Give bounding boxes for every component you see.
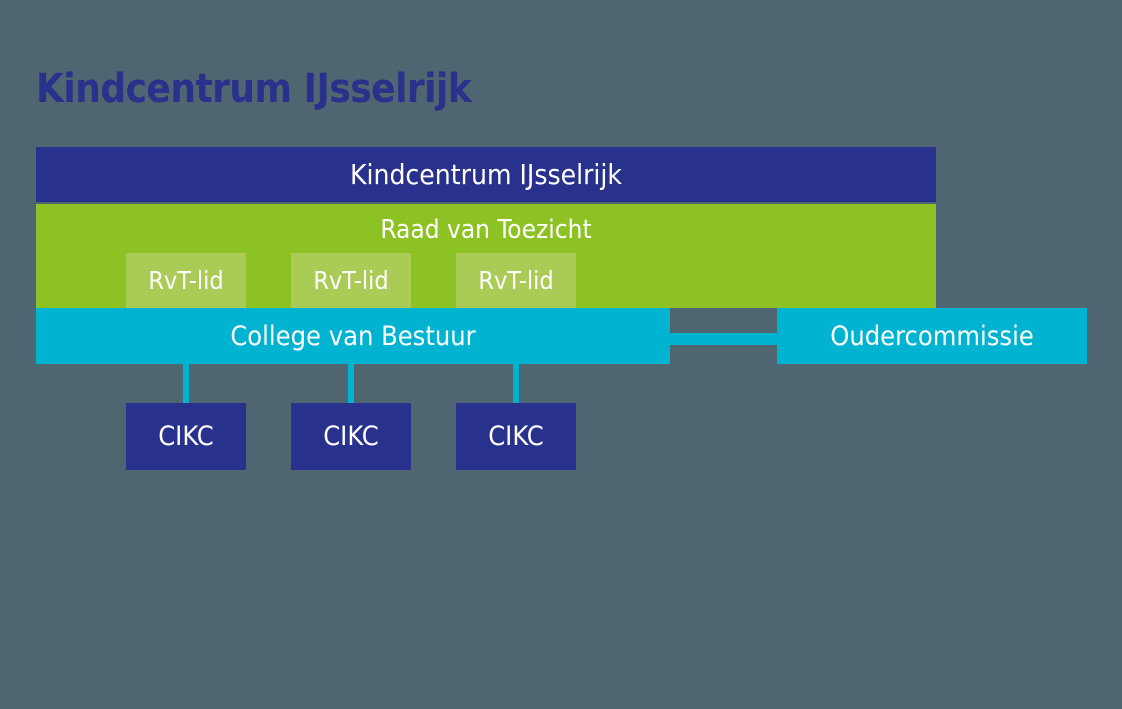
connector-exec-to-cikc-1 (183, 364, 189, 404)
node-cikc-3[interactable]: CIKC (456, 403, 576, 470)
node-cikc-1-label: CIKC (158, 421, 214, 452)
connector-exec-to-cikc-2 (348, 364, 354, 404)
node-executive-board-label: College van Bestuur (230, 320, 476, 352)
node-cikc-3-label: CIKC (488, 421, 544, 452)
node-board-member-3[interactable]: RvT-lid (456, 253, 576, 308)
page-title: Kindcentrum IJsselrijk (36, 66, 472, 112)
node-organisation-label: Kindcentrum IJsselrijk (349, 158, 623, 191)
node-cikc-2[interactable]: CIKC (291, 403, 411, 470)
node-organisation[interactable]: Kindcentrum IJsselrijk (36, 147, 936, 202)
node-supervisory-board[interactable]: Raad van Toezicht RvT-lid RvT-lid RvT-li… (36, 204, 936, 308)
connector-exec-to-parents (670, 333, 777, 345)
node-board-member-3-label: RvT-lid (478, 266, 554, 295)
node-board-member-2[interactable]: RvT-lid (291, 253, 411, 308)
connector-exec-to-cikc-3 (513, 364, 519, 404)
node-board-member-2-label: RvT-lid (313, 266, 389, 295)
node-parents-committee[interactable]: Oudercommissie (777, 308, 1087, 364)
node-board-member-1-label: RvT-lid (148, 266, 224, 295)
node-board-member-1[interactable]: RvT-lid (126, 253, 246, 308)
node-parents-committee-label: Oudercommissie (830, 320, 1034, 352)
node-cikc-2-label: CIKC (323, 421, 379, 452)
node-cikc-1[interactable]: CIKC (126, 403, 246, 470)
node-supervisory-board-label: Raad van Toezicht (380, 215, 592, 245)
node-executive-board[interactable]: College van Bestuur (36, 308, 670, 364)
